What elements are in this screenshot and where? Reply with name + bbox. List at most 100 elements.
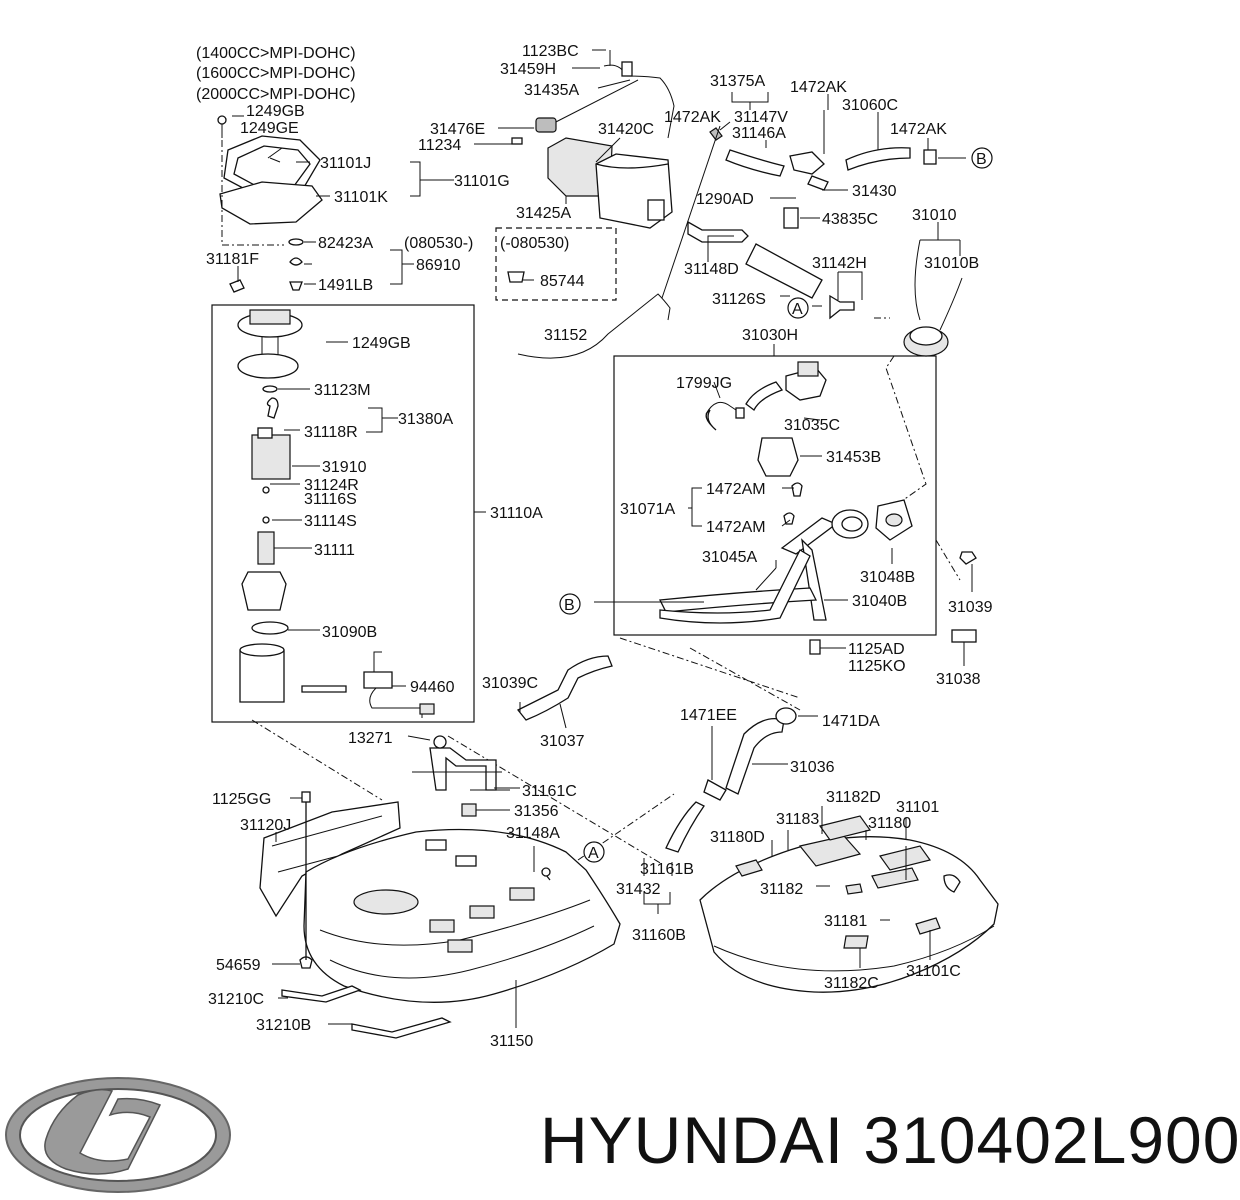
part-label: 31148D xyxy=(684,261,739,278)
part-label: 31110A xyxy=(490,505,543,522)
part-label: 31114S xyxy=(304,513,357,530)
part-label: 31010B xyxy=(924,255,979,272)
part-label: 31459H xyxy=(500,61,556,78)
part-label: 31152 xyxy=(544,327,587,344)
fuel-system-exploded-diagram: B A B A (1400CC>MPI-DOHC) (1600CC>MPI-DO… xyxy=(5,43,999,1193)
filler-hoses xyxy=(516,655,797,853)
engine-variant-2: (1600CC>MPI-DOHC) xyxy=(196,65,356,82)
part-label: 31210B xyxy=(256,1017,311,1034)
ref-circle-B-mid xyxy=(559,593,581,615)
part-label: 1125KO xyxy=(848,658,906,675)
engine-variant-3: (2000CC>MPI-DOHC) xyxy=(196,86,356,103)
part-label: 31101 xyxy=(896,799,939,816)
part-label: 31071A xyxy=(620,501,675,518)
part-label: 31380A xyxy=(398,411,453,428)
part-label: 11234 xyxy=(418,137,461,154)
part-label: 31126S xyxy=(712,291,766,308)
part-label: 31038 xyxy=(936,671,981,688)
part-label: 31435A xyxy=(524,82,579,99)
ref-label-A-mid: A xyxy=(792,301,803,318)
part-label: 31182C xyxy=(824,975,879,992)
part-label: 1249GB xyxy=(352,335,411,352)
part-label: 31160B xyxy=(632,927,686,944)
part-label: 43835C xyxy=(822,211,878,228)
part-label: 31060C xyxy=(842,97,898,114)
part-label: 31040B xyxy=(852,593,907,610)
part-label: 31910 xyxy=(322,459,367,476)
fuel-pump-internals xyxy=(237,309,435,718)
part-label: 1249GE xyxy=(240,120,299,137)
part-label: 31210C xyxy=(208,991,264,1008)
part-label: 31101C xyxy=(906,963,961,980)
part-label: 31425A xyxy=(516,205,571,222)
part-label: 31142H xyxy=(812,255,867,272)
bolt-parts-right xyxy=(809,551,977,655)
pump-cover-plate xyxy=(217,115,323,225)
fuel-pump-assembly-frame xyxy=(211,304,475,723)
part-label: 31118R xyxy=(304,424,358,441)
part-label: 1125AD xyxy=(848,641,905,658)
part-label: 13271 xyxy=(348,730,393,747)
reference-markers: B A B A xyxy=(559,147,993,863)
part-label: 31090B xyxy=(322,624,377,641)
part-label: 31120J xyxy=(240,817,291,834)
clip-parts xyxy=(229,238,525,293)
part-label: 31101G xyxy=(454,173,510,190)
part-label: 31180 xyxy=(868,815,911,832)
part-label: 31147V xyxy=(734,109,788,126)
part-label: 31045A xyxy=(702,549,757,566)
part-label: 31036 xyxy=(790,759,835,776)
brand-name: HYUNDAI xyxy=(540,1103,845,1177)
part-label: 1249GB xyxy=(246,103,305,120)
part-label: 1472AM xyxy=(706,519,766,536)
part-label: 31182D xyxy=(826,789,881,806)
part-label: 31101K xyxy=(334,189,388,206)
ref-label-A-low: A xyxy=(588,845,599,862)
part-label: 31111 xyxy=(314,542,355,559)
part-label: 31181F xyxy=(206,251,259,268)
part-label: 31035C xyxy=(784,417,840,434)
part-label: 31150 xyxy=(490,1033,533,1050)
date-before: (-080530) xyxy=(500,235,569,252)
part-label: 31161C xyxy=(522,783,577,800)
brand-part-number: HYUNDAI 310402L900 xyxy=(540,1102,1240,1178)
part-label: 1799JG xyxy=(676,375,732,392)
part-label: 31476E xyxy=(430,121,485,138)
part-labels: (1400CC>MPI-DOHC) (1600CC>MPI-DOHC) (200… xyxy=(196,43,993,1050)
part-label: 1472AK xyxy=(890,121,947,138)
part-label: 54659 xyxy=(216,957,261,974)
part-label: 31010 xyxy=(912,207,957,224)
part-label: 31039C xyxy=(482,675,538,692)
part-label: 31116S xyxy=(304,491,357,508)
part-label: 31124R xyxy=(304,477,359,494)
part-label: 31101J xyxy=(320,155,371,172)
ref-circle-A-low xyxy=(583,841,605,863)
part-label: 1471EE xyxy=(680,707,737,724)
part-label: 31183 xyxy=(776,811,819,828)
date-variant-frame xyxy=(495,227,617,301)
part-label: 1491LB xyxy=(318,277,373,294)
part-label: 31037 xyxy=(540,733,585,750)
part-label: 1472AK xyxy=(790,79,847,96)
part-label: 31356 xyxy=(514,803,559,820)
part-label: 1290AD xyxy=(696,191,754,208)
part-label: 31148A xyxy=(506,825,560,842)
tank-straps xyxy=(281,985,452,1039)
part-label: 85744 xyxy=(540,273,585,290)
part-label: 31180D xyxy=(710,829,765,846)
part-label: 31146A xyxy=(732,125,786,142)
filler-neck xyxy=(594,361,913,624)
part-label: 82423A xyxy=(318,235,373,252)
part-label: 94460 xyxy=(410,679,455,696)
part-label: 1471DA xyxy=(822,713,880,730)
ref-label-B-mid: B xyxy=(564,597,575,614)
filler-neck-assembly-frame xyxy=(613,355,937,636)
part-label: 31375A xyxy=(710,73,765,90)
part-label: 31161B xyxy=(640,861,694,878)
part-label: 1125GG xyxy=(212,791,271,808)
part-label: 31039 xyxy=(948,599,993,616)
part-label: 31432 xyxy=(616,881,661,898)
part-number: 310402L900 xyxy=(863,1103,1240,1177)
ref-label-B-top: B xyxy=(976,151,987,168)
part-label: 31420C xyxy=(598,121,654,138)
